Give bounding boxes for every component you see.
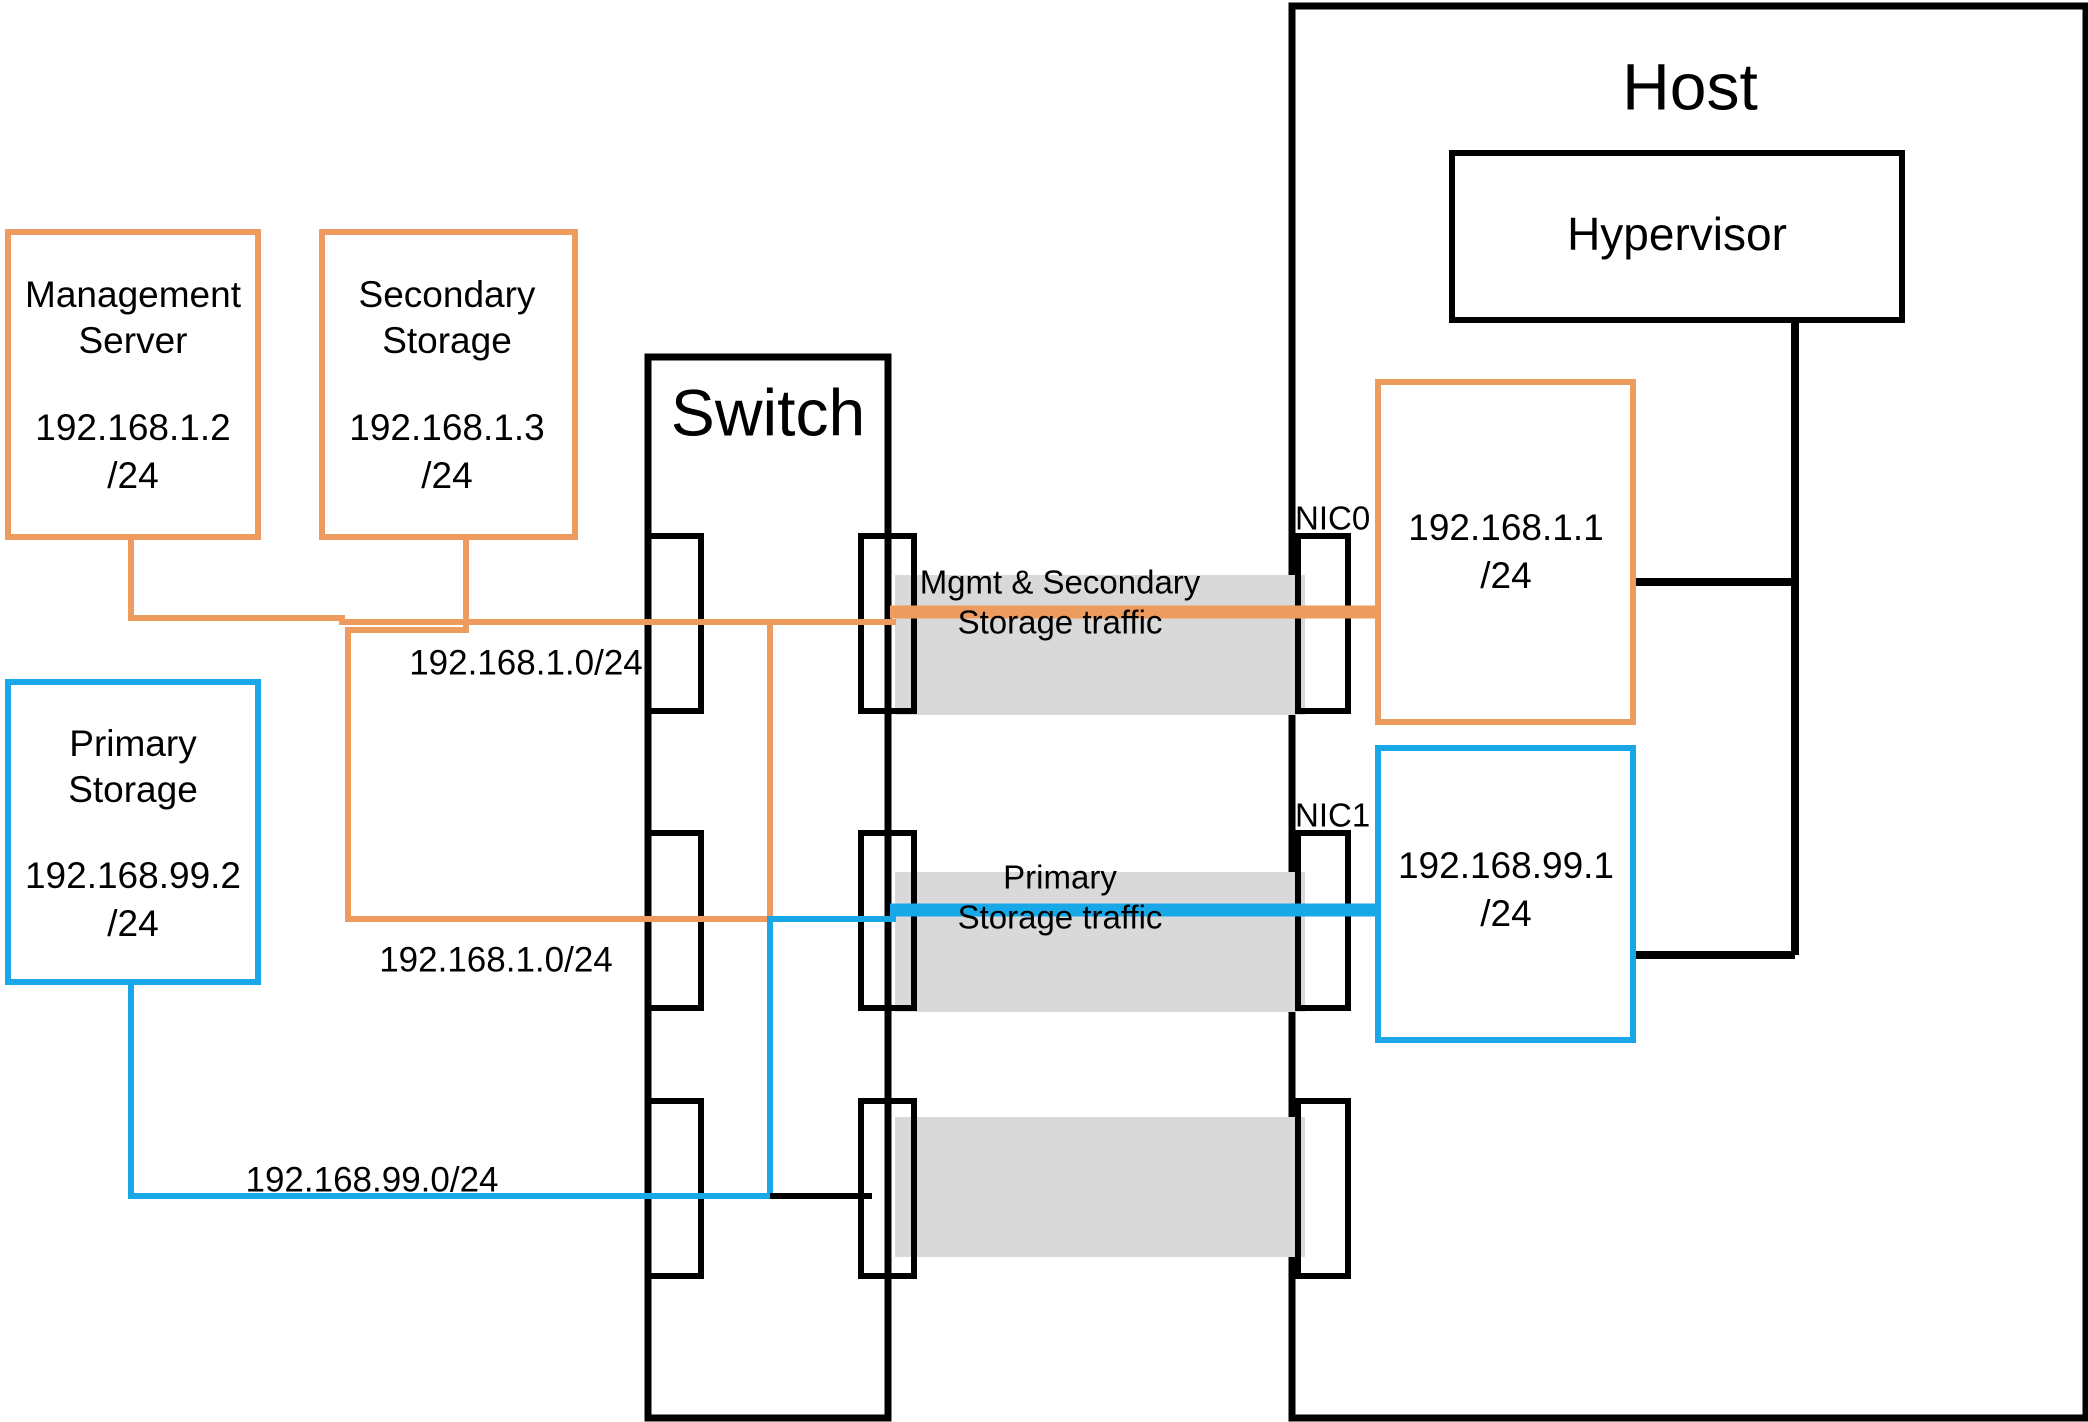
- link-management-to-switch: [128, 537, 682, 625]
- hypervisor-box: [1449, 150, 1905, 323]
- host-nic-ports: [1295, 533, 1351, 1279]
- nic0-box: [1375, 379, 1636, 725]
- secondary-storage-line2: Storage: [382, 320, 512, 361]
- secondary-storage-line1: Secondary: [359, 274, 536, 315]
- traffic-band-labels: Mgmt & Secondary Storage traffic Primary…: [920, 564, 1201, 936]
- traffic-band-mgmt-secondary: [895, 575, 1305, 715]
- switch-internal-orange-bus: [682, 619, 773, 922]
- switch-port-left-3[interactable]: [645, 1098, 704, 1279]
- link-secondary-to-switch: [345, 537, 682, 922]
- management-server-line1: Management: [25, 274, 242, 315]
- hypervisor-label: Hypervisor: [1567, 208, 1787, 260]
- link-primary-to-switch: [128, 981, 682, 1199]
- label-mgmt-subnet: 192.168.1.0/24: [409, 643, 643, 682]
- primary-storage-ip: 192.168.99.2: [25, 855, 241, 896]
- management-server-box: [5, 229, 261, 540]
- hypervisor-nic-connector: [1620, 320, 1799, 959]
- nic0-label: NIC0: [1295, 500, 1370, 537]
- blue-links: [128, 916, 896, 1199]
- traffic-band-unlabeled: [895, 1117, 1305, 1257]
- nic0-node: 192.168.1.1 /24: [1375, 379, 1636, 725]
- secondary-storage-mask: /24: [421, 455, 472, 496]
- label-primary-subnet: 192.168.99.0/24: [245, 1160, 498, 1199]
- hypervisor-node: Hypervisor: [1449, 150, 1905, 323]
- primary-storage-line1: Primary: [69, 723, 197, 764]
- switch-left-ports: [645, 533, 704, 1279]
- management-server-node: Management Server 192.168.1.2 /24: [5, 229, 261, 540]
- secondary-storage-ip: 192.168.1.3: [349, 407, 544, 448]
- switch-title: Switch: [671, 375, 865, 449]
- nic0-mask: /24: [1480, 555, 1531, 596]
- band-primary-line1: Primary: [1003, 859, 1117, 896]
- primary-storage-mask: /24: [107, 903, 158, 944]
- primary-storage-box: [5, 679, 261, 985]
- orange-links: [128, 537, 896, 922]
- nic1-ip: 192.168.99.1: [1398, 845, 1614, 886]
- nic1-label: NIC1: [1295, 797, 1370, 834]
- secondary-storage-box: [319, 229, 578, 540]
- nic1-mask: /24: [1480, 893, 1531, 934]
- primary-storage-node: Primary Storage 192.168.99.2 /24: [5, 679, 261, 985]
- nic0-port[interactable]: [1295, 533, 1351, 714]
- band-mgmt-secondary-line1: Mgmt & Secondary: [920, 564, 1201, 601]
- switch-internal-blue-bus: [682, 916, 896, 1199]
- management-server-line2: Server: [79, 320, 188, 361]
- nic2-port[interactable]: [1295, 1098, 1351, 1279]
- traffic-band-primary: [895, 872, 1305, 1012]
- subnet-labels: 192.168.1.0/24 192.168.1.0/24 192.168.99…: [245, 643, 642, 1199]
- label-secondary-subnet: 192.168.1.0/24: [379, 940, 613, 979]
- host-title: Host: [1622, 49, 1758, 123]
- primary-storage-line2: Storage: [68, 769, 198, 810]
- management-server-ip: 192.168.1.2: [35, 407, 230, 448]
- traffic-bands: [895, 575, 1305, 1257]
- nic1-node: 192.168.99.1 /24: [1375, 745, 1636, 1043]
- nic0-ip: 192.168.1.1: [1408, 507, 1603, 548]
- band-primary-line2: Storage traffic: [958, 899, 1163, 936]
- nic1-port[interactable]: [1295, 830, 1351, 1011]
- management-server-mask: /24: [107, 455, 158, 496]
- secondary-storage-node: Secondary Storage 192.168.1.3 /24: [319, 229, 578, 540]
- switch-port-right-3[interactable]: [858, 1098, 917, 1279]
- band-mgmt-secondary-line2: Storage traffic: [958, 604, 1163, 641]
- nic1-box: [1375, 745, 1636, 1043]
